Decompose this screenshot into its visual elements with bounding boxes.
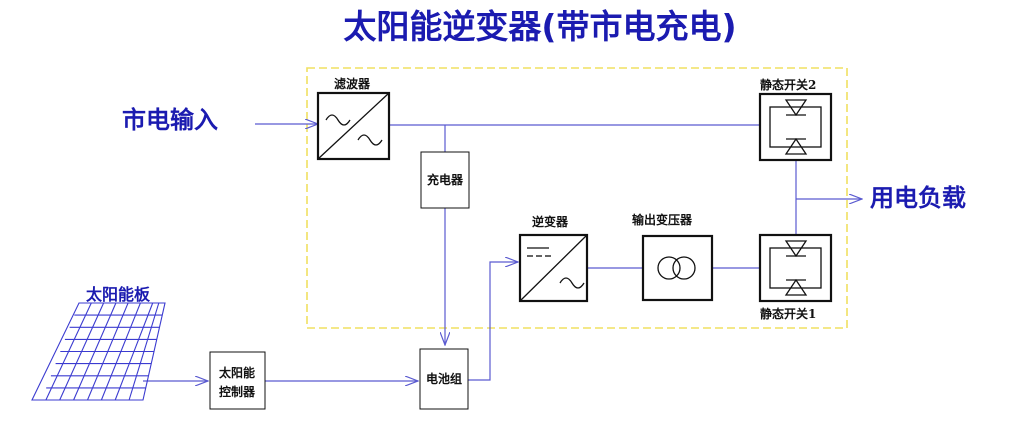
static-switch-2-label: 静态开关2 (760, 77, 816, 92)
transformer-block (641, 234, 714, 302)
static-switch-2 (758, 92, 833, 162)
charger-block: 充电器 (420, 151, 470, 209)
solar-panel-label: 太阳能板 (85, 285, 151, 304)
transformer-label: 输出变压器 (632, 212, 693, 227)
charger-label: 充电器 (427, 172, 464, 187)
battery-block: 电池组 (419, 348, 469, 410)
battery-label: 电池组 (426, 371, 462, 386)
solar-controller-label-2: 控制器 (219, 384, 256, 399)
static-switch-1 (758, 233, 833, 303)
filter-label: 滤波器 (334, 76, 371, 91)
filter-block (316, 91, 391, 161)
battery-to-inverter-wire (468, 262, 518, 381)
static-switch-1-label: 静态开关1 (760, 306, 816, 321)
solar-controller-label-1: 太阳能 (219, 365, 255, 380)
inverter-enclosure (306, 67, 848, 329)
inverter-label: 逆变器 (532, 214, 569, 229)
solar-controller-block: 太阳能 控制器 (209, 351, 266, 410)
inverter-block (518, 233, 589, 303)
load-label: 用电负载 (870, 184, 966, 212)
diagram-title: 太阳能逆变器(带市电充电) (343, 7, 736, 46)
mains-input-label: 市电输入 (122, 106, 218, 134)
solar-panel-icon (31, 302, 166, 401)
